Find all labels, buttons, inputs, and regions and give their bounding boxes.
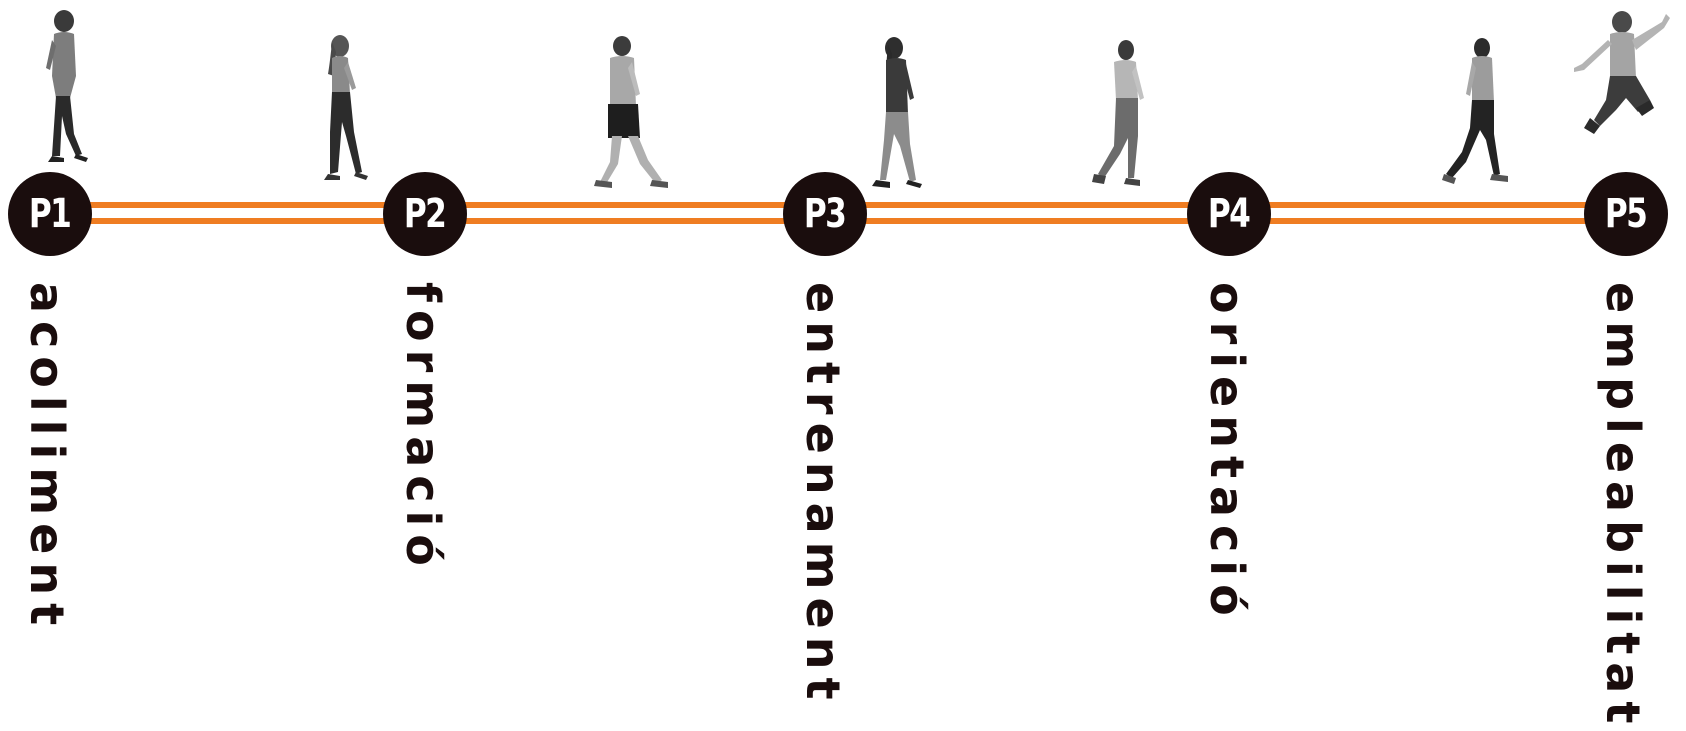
step-node-label: P2 xyxy=(404,191,445,237)
step-label-orientacio: orientació xyxy=(1204,282,1250,624)
jumping-man-icon xyxy=(1566,0,1686,140)
timeline-diagram: P1 P2 P3 P4 P5 acolliment formació entre… xyxy=(0,0,1686,655)
walking-woman-icon xyxy=(310,32,376,196)
step-node-p5: P5 xyxy=(1584,172,1668,256)
step-node-label: P1 xyxy=(29,191,70,237)
step-label-acolliment: acolliment xyxy=(24,282,70,633)
step-node-label: P3 xyxy=(804,191,845,237)
step-label-entrenament: entrenament xyxy=(800,282,846,707)
step-node-p3: P3 xyxy=(783,172,867,256)
step-node-p1: P1 xyxy=(8,172,92,256)
step-node-p2: P2 xyxy=(383,172,467,256)
people-row xyxy=(0,0,1686,200)
walking-woman-icon xyxy=(864,34,934,196)
walking-man-icon xyxy=(1090,38,1160,196)
walking-man-shorts-icon xyxy=(592,34,672,194)
step-node-label: P5 xyxy=(1605,191,1646,237)
step-label-formacio: formació xyxy=(400,282,446,574)
walking-woman-icon xyxy=(1442,36,1518,196)
step-node-label: P4 xyxy=(1208,191,1249,237)
step-node-p4: P4 xyxy=(1187,172,1271,256)
step-label-empleabilitat: empleabilitat xyxy=(1600,282,1646,731)
walking-man-icon xyxy=(30,6,100,168)
